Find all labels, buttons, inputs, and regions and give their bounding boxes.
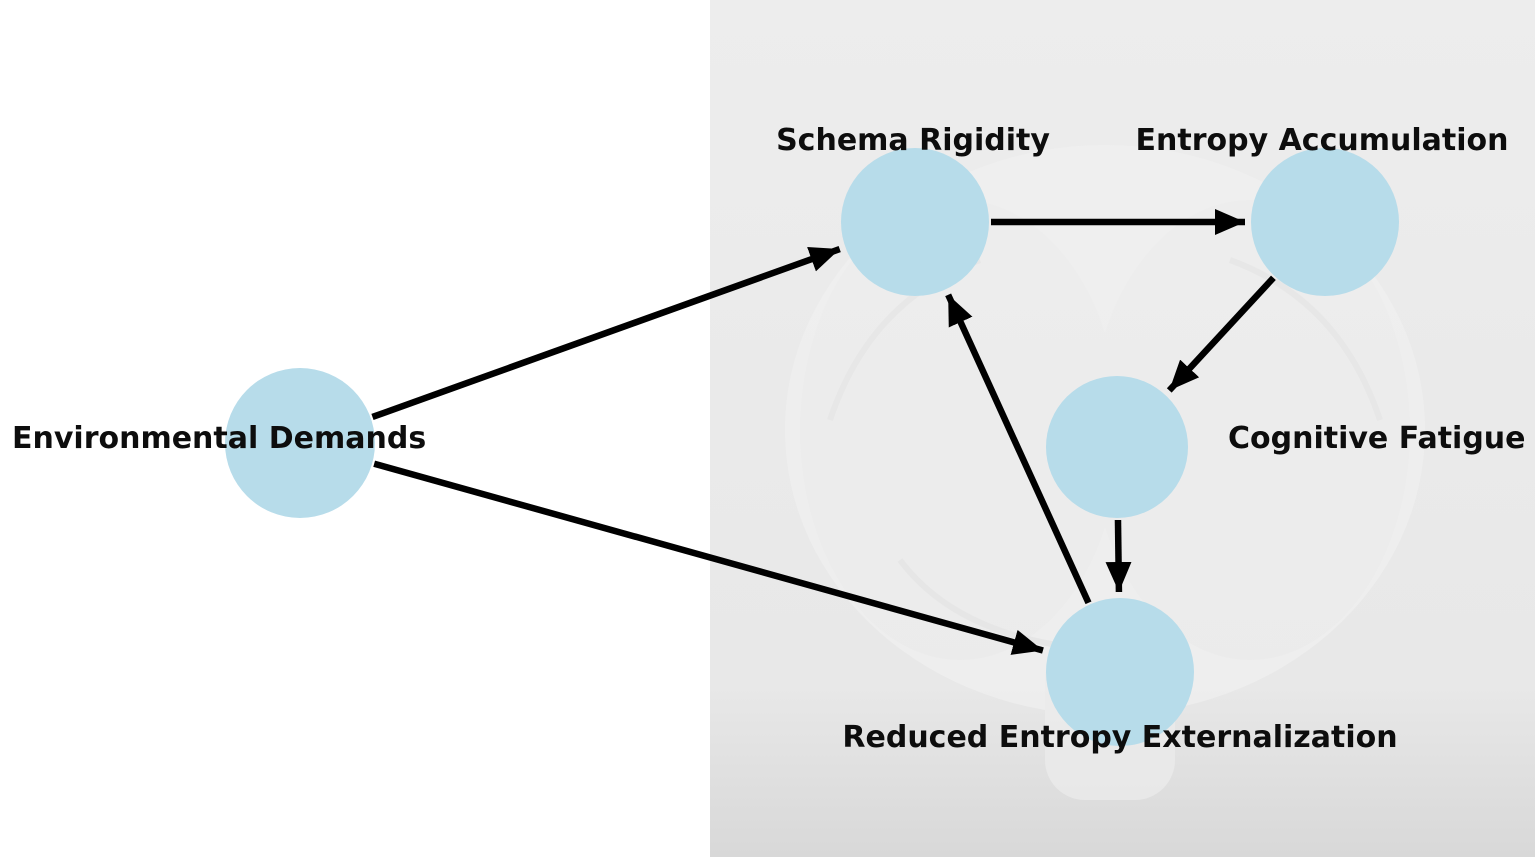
- node-environmental-demands: [225, 368, 375, 518]
- edge-environmental-demands-to-schema-rigidity: [371, 245, 841, 421]
- edge-entropy-accumulation-to-cognitive-fatigue: [1166, 275, 1276, 393]
- node-cognitive-fatigue: [1046, 376, 1188, 518]
- node-label-reduced-entropy-externalization: Reduced Entropy Externalization: [842, 720, 1397, 755]
- edges-group: [371, 209, 1276, 655]
- node-entropy-accumulation: [1251, 148, 1399, 296]
- node-reduced-entropy-externalization: [1046, 598, 1194, 746]
- nodes-group: [225, 148, 1399, 746]
- node-label-schema-rigidity: Schema Rigidity: [776, 123, 1050, 158]
- node-label-entropy-accumulation: Entropy Accumulation: [1136, 123, 1509, 158]
- node-label-environmental-demands: Environmental Demands: [12, 421, 426, 456]
- edge-reduced-entropy-externalization-to-schema-rigidity: [945, 293, 1092, 605]
- edge-environmental-demands-to-reduced-entropy-externalization: [373, 460, 1044, 655]
- labels-group: Environmental Demands Schema Rigidity Entr…: [12, 123, 1526, 755]
- edge-cognitive-fatigue-to-reduced-entropy-externalization: [1105, 519, 1132, 593]
- node-schema-rigidity: [841, 148, 989, 296]
- node-label-cognitive-fatigue: Cognitive Fatigue: [1228, 421, 1526, 456]
